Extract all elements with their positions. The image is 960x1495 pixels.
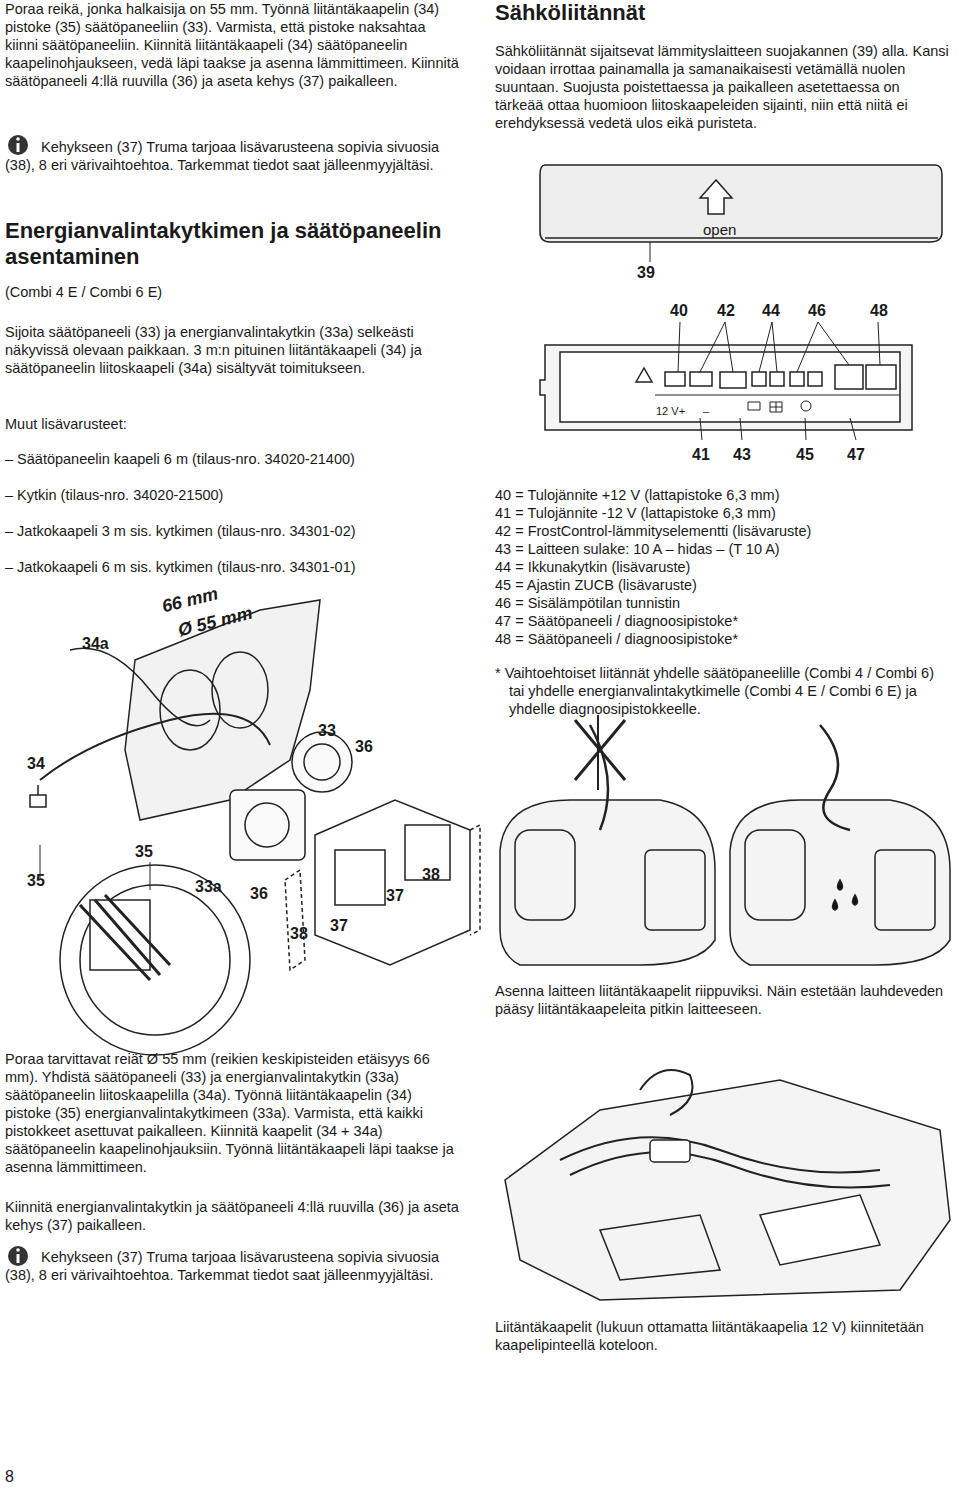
body-text: Liitäntäkaapelit (lukuun ottamatta liitä… [495, 1318, 950, 1354]
pin-label: – [703, 402, 723, 420]
callout-number: 36 [250, 885, 290, 903]
callout-number: 40 [670, 302, 710, 320]
body-text: Kiinnitä energianvalintakytkin ja säätöp… [5, 1198, 460, 1234]
callout-number: 37 [386, 887, 426, 905]
callout-number: 37 [330, 917, 370, 935]
info-note: Kehykseen (37) Truma tarjoaa lisävaruste… [5, 1248, 445, 1284]
info-icon [8, 1246, 28, 1266]
section-heading: Energianvalintakytkimen ja säätöpaneelin… [5, 218, 465, 271]
pin-label: 12 V+ [656, 402, 701, 420]
list-item: – Säätöpaneelin kaapeli 6 m (tilaus-nro.… [5, 450, 460, 468]
legend-line: 46 = Sisälämpötilan tunnistin [495, 594, 950, 612]
callout-number: 33a [195, 878, 245, 896]
callout-number: 35 [27, 872, 67, 890]
body-text: Muut lisävarusteet: [5, 415, 305, 433]
body-text: Asenna laitteen liitäntäkaapelit riippuv… [495, 982, 950, 1018]
list-item: – Kytkin (tilaus-nro. 34020-21500) [5, 486, 460, 504]
info-icon [8, 135, 28, 155]
list-item: – Jatkokaapeli 3 m sis. kytkimen (tilaus… [5, 522, 460, 540]
callout-number: 38 [422, 866, 462, 884]
callout-number: 48 [870, 302, 910, 320]
subheading: (Combi 4 E / Combi 6 E) [5, 283, 405, 301]
callout-number: 41 [692, 446, 732, 464]
callout-number: 43 [733, 446, 773, 464]
assembly-drawing [30, 600, 480, 1055]
footnote: * Vaihtoehtoiset liitännät yhdelle säätö… [495, 664, 935, 718]
body-text: Sijoita säätöpaneeli (33) ja energianval… [5, 323, 460, 377]
legend-line: 48 = Säätöpaneeli / diagnoosipistoke* [495, 630, 950, 648]
legend-line: 47 = Säätöpaneeli / diagnoosipistoke* [495, 612, 950, 630]
list-item: – Jatkokaapeli 6 m sis. kytkimen (tilaus… [5, 558, 460, 576]
legend-line: 42 = FrostControl-lämmityselementti (lis… [495, 522, 950, 540]
page-number: 8 [5, 1468, 45, 1486]
info-note: Kehykseen (37) Truma tarjoaa lisävaruste… [5, 138, 445, 174]
connection-panel [540, 322, 912, 440]
callout-number: 45 [796, 446, 836, 464]
callout-number: 33 [318, 722, 358, 740]
callout-number: 35 [135, 843, 175, 861]
drawing-label: open [703, 221, 763, 239]
callout-number: 47 [847, 446, 887, 464]
callout-number: 39 [637, 264, 677, 282]
callout-number: 46 [808, 302, 848, 320]
body-text: Poraa reikä, jonka halkaisija on 55 mm. … [5, 0, 460, 90]
callout-number: 36 [355, 738, 395, 756]
callout-number: 34a [82, 635, 132, 653]
section-heading: Sähköliitännät [495, 0, 795, 26]
legend-line: 43 = Laitteen sulake: 10 A – hidas – (T … [495, 540, 950, 558]
legend-line: 44 = Ikkunakytkin (lisävaruste) [495, 558, 950, 576]
legend-line: 40 = Tulojännite +12 V (lattapistoke 6,3… [495, 486, 950, 504]
callout-number: 42 [717, 302, 757, 320]
body-text: Poraa tarvittavat reiät Ø 55 mm (reikien… [5, 1050, 460, 1176]
legend-line: 45 = Ajastin ZUCB (lisävaruste) [495, 576, 950, 594]
callout-number: 44 [762, 302, 802, 320]
body-text: Sähköliitännät sijaitsevat lämmityslaitt… [495, 42, 950, 132]
cable-clamp-drawing [505, 1070, 950, 1300]
heater-drawing [500, 715, 950, 965]
callout-number: 34 [27, 755, 67, 773]
cover-drawing [540, 165, 942, 262]
legend-line: 41 = Tulojännite -12 V (lattapistoke 6,3… [495, 504, 950, 522]
callout-number: 38 [290, 925, 330, 943]
